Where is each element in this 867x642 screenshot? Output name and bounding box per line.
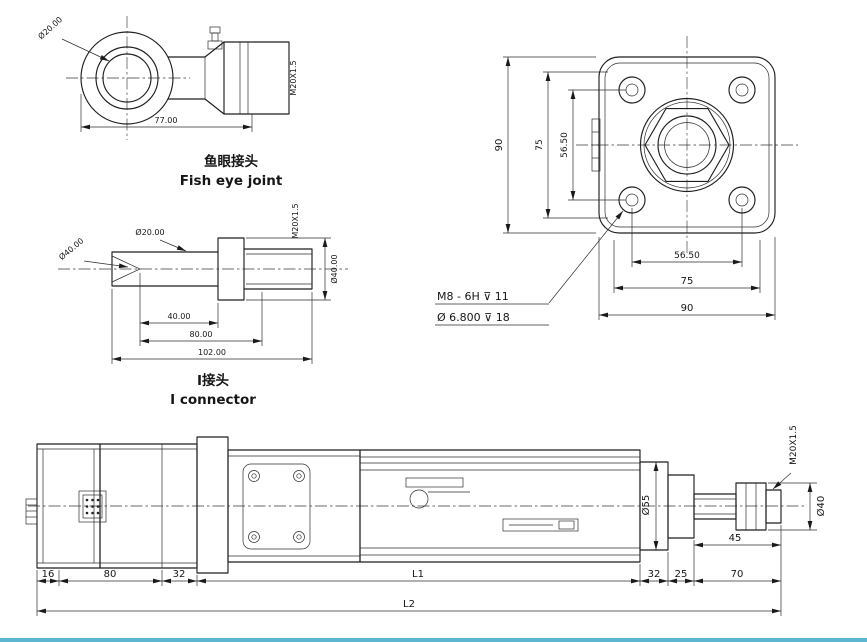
flange-height-label: 90 [494, 139, 505, 152]
i-connector-len102-label: 102.00 [198, 348, 226, 357]
motor-connector [78, 490, 107, 523]
i-connector-title-en: I connector [170, 392, 256, 408]
flange-hole-note: M8 - 6H ⊽ 11 Ø 6.800 ⊽ 18 [435, 210, 624, 326]
flange-edge-connector [591, 118, 601, 172]
dim-32-left-label: 32 [173, 569, 186, 580]
i-connector-dia20-label: Ø20.00 [135, 227, 164, 237]
fisheye-length-label: 77.00 [155, 116, 178, 125]
dim-25-label: 25 [675, 569, 688, 580]
actuator-dia55-dim: Ø55 [640, 462, 659, 550]
fisheye-dim-77: 77.00 [80, 94, 253, 132]
actuator-thread-label: M20X1.5 [789, 425, 799, 465]
fisheye-thread-label: M20X1.5 [289, 60, 298, 95]
flange-centerlines [576, 36, 798, 254]
i-connector-dim-80: 80.00 [140, 292, 263, 346]
i-connector-dia40-right-label: Ø40.00 [329, 254, 339, 283]
dim-32-right-label: 32 [648, 569, 661, 580]
flange-note-line1: M8 - 6H ⊽ 11 [437, 290, 509, 303]
piston-rod [693, 482, 782, 531]
flange-inner-v-label: 56.50 [560, 132, 570, 158]
window-bottom-border [0, 638, 867, 642]
flange-dim-5650-vertical: 56.50 [560, 89, 626, 201]
actuator-dim-45: 45 [694, 533, 781, 548]
i-connector-thread-label: M20X1.5 [291, 203, 300, 238]
fisheye-title-zh: 鱼眼接头 [204, 153, 258, 170]
flange-dim-75-horizontal: 75 [613, 240, 761, 293]
fisheye-title-en: Fish eye joint [180, 173, 283, 189]
flange-width-label: 90 [681, 303, 694, 314]
flange-bolt-v-label: 75 [535, 139, 545, 150]
i-connector-dim-40: 40.00 [139, 273, 219, 346]
i-connector-dia40-left-callout: Ø40.00 [57, 235, 129, 269]
actuator-dim-l2: L2 [37, 599, 781, 614]
i-connector-dia20-callout: Ø20.00 [135, 227, 187, 252]
dim-16-label: 16 [42, 569, 55, 580]
mounting-plate [196, 436, 229, 574]
i-connector-drawing: Ø20.00 Ø40.00 M20X1.5 Ø40.00 40.00 80.00 [57, 203, 348, 408]
i-connector-outline [111, 237, 313, 301]
fisheye-body [167, 41, 290, 115]
fisheye-dia-label: Ø20.00 [36, 14, 64, 41]
i-connector-dia40-left-label: Ø40.00 [57, 235, 86, 261]
actuator-dia40-dim: Ø40 [768, 482, 827, 531]
flange-center-bore [639, 97, 735, 193]
flange-note-line2: Ø 6.800 ⊽ 18 [437, 311, 510, 324]
dim-70-label: 70 [731, 569, 744, 580]
i-connector-title-zh: I接头 [197, 372, 230, 389]
flange-dim-90-horizontal: 90 [598, 237, 776, 320]
fisheye-dia-callout: Ø20.00 [36, 14, 110, 62]
dim-45-label: 45 [729, 533, 742, 544]
flange-dim-90-vertical: 90 [494, 56, 596, 234]
actuator-drawing: 16 80 32 L1 32 25 70 L2 45 Ø55 M20X1.5 [25, 425, 827, 616]
i-connector-dim-102: 102.00 [111, 289, 313, 364]
i-connector-dia40-right-dim: Ø40.00 [246, 237, 339, 301]
dia55-label: Ø55 [640, 495, 652, 516]
flange-inner-square [604, 62, 770, 228]
i-connector-len40-label: 40.00 [168, 312, 191, 321]
dim-l2-label: L2 [403, 599, 415, 610]
dia40-label: Ø40 [815, 496, 827, 517]
fisheye-drawing: 77.00 Ø20.00 M20X1.5 鱼眼接头 Fish eye joint [36, 14, 298, 189]
flange-dim-75-vertical: 75 [535, 71, 608, 219]
dim-80-label: 80 [104, 569, 117, 580]
grease-nipple [207, 26, 223, 50]
i-connector-len80-label: 80.00 [190, 330, 213, 339]
actuator-thread-callout: M20X1.5 [772, 425, 799, 490]
actuator-dim-row: 16 80 32 L1 32 25 70 [37, 569, 781, 584]
fisheye-centerlines [66, 16, 190, 140]
flange-drawing: 90 75 56.50 56.50 75 [435, 36, 798, 326]
flange-bolt-h-label: 75 [681, 276, 694, 287]
dim-l1-label: L1 [412, 569, 424, 580]
side-connector [25, 498, 38, 525]
flange-inner-h-label: 56.50 [674, 251, 700, 261]
fisheye-ring [80, 31, 174, 125]
flange-dim-5650-horizontal: 56.50 [631, 208, 743, 267]
